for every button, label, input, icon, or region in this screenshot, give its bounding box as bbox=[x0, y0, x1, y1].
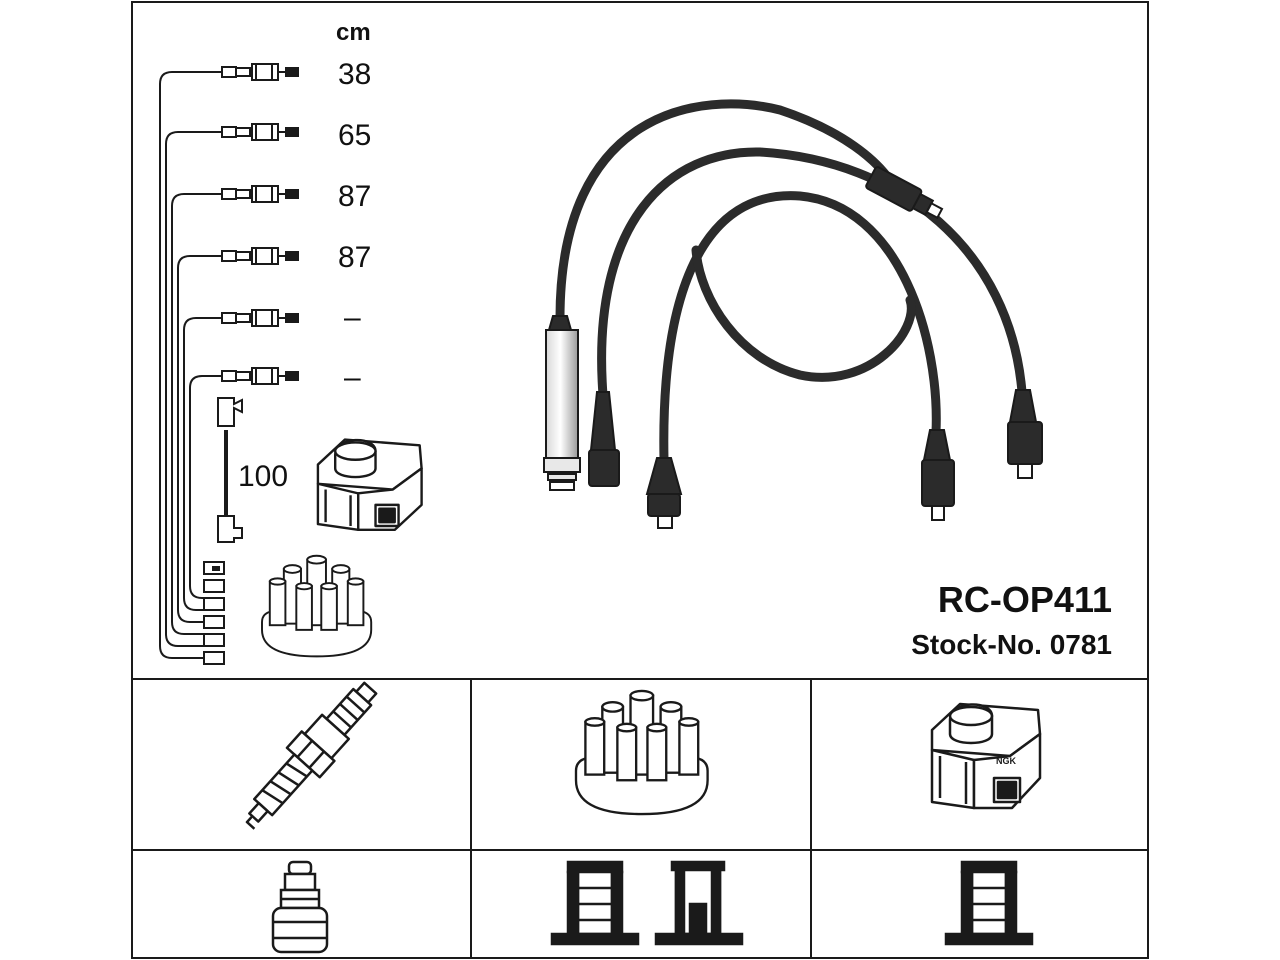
length-label: 87 bbox=[338, 241, 371, 274]
coil-terminal-icon bbox=[944, 860, 1034, 946]
ignition-coil-icon bbox=[316, 438, 423, 532]
length-labels: 38 65 87 87 – – bbox=[338, 58, 371, 394]
lead-connector bbox=[221, 63, 299, 81]
lead-connector bbox=[221, 123, 299, 141]
frame bbox=[131, 1, 1149, 959]
lead-connector bbox=[221, 309, 299, 327]
cable bbox=[691, 245, 916, 382]
distributor-cap-icon bbox=[261, 554, 373, 658]
metal-sleeve bbox=[545, 329, 579, 463]
lead-connector bbox=[221, 185, 299, 203]
distributor-cap-icon bbox=[574, 689, 709, 816]
cable bbox=[597, 147, 1027, 400]
cable bbox=[659, 191, 941, 465]
lead-connectors bbox=[203, 63, 299, 665]
cap-terminal-icon bbox=[550, 860, 640, 946]
ignition-coil-icon: NGK bbox=[930, 702, 1042, 810]
spark-plug-icon bbox=[245, 681, 378, 830]
coil-lead-length-label: 100 bbox=[238, 460, 288, 493]
stock-number: Stock-No. 0781 bbox=[911, 629, 1112, 660]
lead-length-schematic bbox=[159, 71, 222, 659]
bundle-terminals bbox=[203, 561, 225, 665]
lead-connector bbox=[221, 367, 299, 385]
lead-connector bbox=[221, 247, 299, 265]
coil-lead-schematic bbox=[217, 397, 243, 543]
length-label: – bbox=[344, 301, 361, 334]
length-label: 87 bbox=[338, 180, 371, 213]
cap-terminal-icon bbox=[654, 860, 744, 946]
length-label: 38 bbox=[338, 58, 371, 91]
unit-label: cm bbox=[336, 19, 371, 46]
coil-brand-label: NGK bbox=[996, 756, 1017, 766]
cable-boots bbox=[543, 166, 1043, 529]
ignition-cable-set bbox=[555, 99, 1027, 465]
plug-terminal-icon bbox=[271, 860, 329, 954]
length-label: – bbox=[344, 361, 361, 394]
part-number: RC-OP411 bbox=[938, 579, 1112, 620]
length-label: 65 bbox=[338, 119, 371, 152]
cable bbox=[555, 99, 901, 323]
